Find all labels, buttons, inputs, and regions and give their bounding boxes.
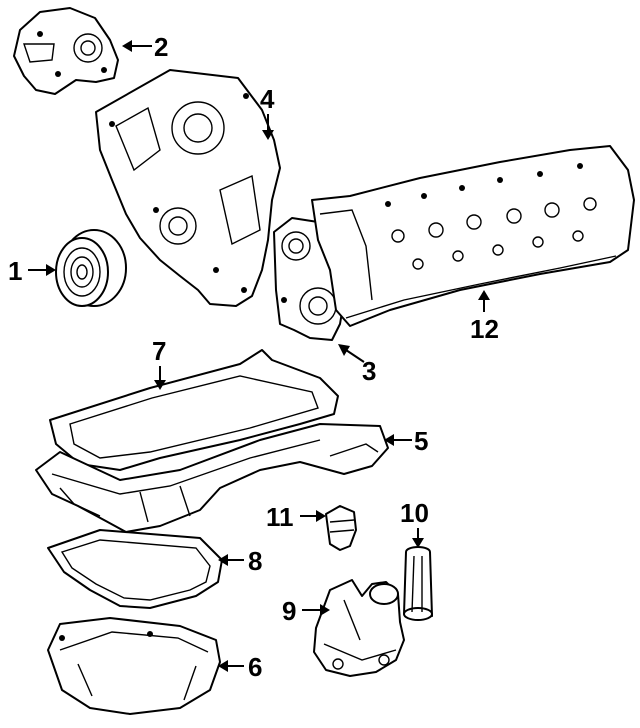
part-5-oil-pan-upper[interactable] [35, 423, 389, 533]
callout-6: 6 [248, 652, 262, 682]
part-10-filter[interactable] [403, 546, 433, 621]
callout-8: 8 [248, 546, 262, 576]
callout-1: 1 [8, 256, 22, 286]
callout-11: 11 [266, 502, 294, 532]
part-7-gasket[interactable] [49, 349, 339, 471]
part-9-filter-housing[interactable] [313, 579, 405, 677]
part-2-cover[interactable] [13, 7, 119, 95]
part-4-timing-cover[interactable] [95, 69, 281, 307]
callout-2: 2 [154, 32, 168, 62]
part-6-oil-pan-lower[interactable] [47, 617, 221, 715]
part-1-pulley[interactable] [55, 229, 127, 307]
callout-9: 9 [282, 596, 296, 626]
callout-7: 7 [152, 336, 166, 366]
callout-4: 4 [260, 84, 275, 114]
part-12-valve-cover[interactable] [311, 145, 635, 327]
part-8-gasket[interactable] [47, 529, 223, 609]
part-11-sensor[interactable] [325, 505, 357, 551]
callout-3: 3 [362, 356, 376, 386]
leader-lines [28, 40, 490, 672]
callout-labels: 1 2 3 4 5 6 7 8 9 10 11 12 [8, 32, 499, 682]
callout-5: 5 [414, 426, 428, 456]
callout-12: 12 [470, 314, 499, 344]
callout-10: 10 [400, 498, 429, 528]
